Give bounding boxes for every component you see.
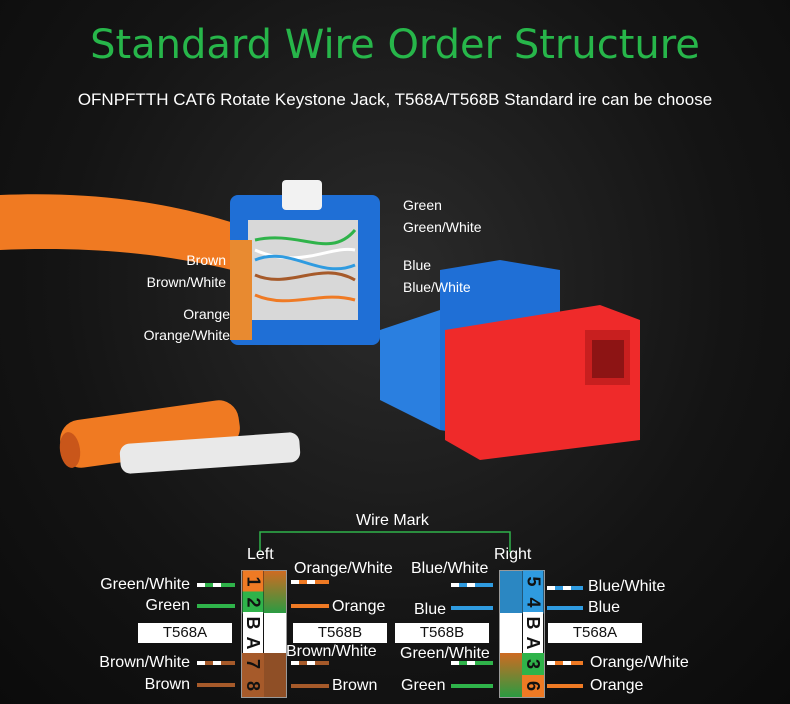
lb-left-label-3: Brown/White [99, 654, 190, 671]
label-brown-white: Brown/White [146, 274, 226, 290]
label-blue-white: Blue/White [403, 279, 471, 295]
lb-right-standard: T568B [293, 623, 387, 643]
right-cell-6: 6 [522, 675, 544, 697]
left-cell-1: 1 [242, 570, 264, 593]
lb-right-label-1: Orange/White [294, 560, 393, 577]
blue-keystone-jack [230, 180, 380, 345]
label-green: Green [403, 197, 442, 213]
wire-mark-bracket [259, 531, 511, 552]
left-cell-7: 7 [242, 653, 264, 675]
lb-right-label-4: Brown [332, 677, 378, 694]
label-green-white: Green/White [403, 219, 482, 235]
label-orange: Orange [183, 306, 230, 322]
lb-left-wire-1 [197, 583, 235, 587]
lb-right-label-3: Brown/White [286, 643, 377, 660]
lb-left-wire-4 [197, 683, 235, 687]
lb-right-wire-4 [291, 684, 329, 688]
red-keystone-jack [380, 260, 640, 460]
rb-left-wire-3 [451, 661, 493, 665]
rb-right-label-1: Blue/White [588, 578, 666, 595]
left-terminal-block: 1 2 B A 7 8 [241, 570, 287, 698]
page-title: Standard Wire Order Structure [90, 22, 700, 68]
lb-right-wire-2 [291, 604, 329, 608]
left-label: Left [247, 546, 274, 563]
rb-left-standard: T568B [395, 623, 489, 643]
left-cell-a: A [243, 632, 264, 654]
page-subtitle: OFNPFTTH CAT6 Rotate Keystone Jack, T568… [77, 90, 713, 109]
rb-right-standard: T568A [548, 623, 642, 643]
orange-cable [0, 194, 270, 280]
lb-right-wire-3 [291, 661, 329, 665]
label-orange-white: Orange/White [143, 327, 230, 343]
rb-left-label-2: Blue [414, 601, 447, 618]
rb-left-label-1: Blue/White [411, 560, 489, 577]
rb-right-label-3: Orange/White [590, 654, 689, 671]
lb-right-label-2: Orange [332, 598, 386, 615]
lb-left-label-4: Brown [144, 676, 190, 693]
rb-right-wire-1 [547, 586, 583, 590]
rb-left-wire-4 [451, 684, 493, 688]
lb-left-label-2: Green [145, 597, 190, 614]
rb-left-label-4: Green [401, 677, 446, 694]
right-label: Right [494, 546, 532, 563]
rb-right-wire-4 [547, 684, 583, 688]
right-cell-5: 5 [522, 570, 544, 593]
foil-strip [119, 432, 301, 474]
right-terminal-block: 5 4 B A 3 6 [499, 570, 545, 698]
rb-right-wire-2 [547, 606, 583, 610]
lb-left-wire-2 [197, 604, 235, 608]
lb-left-standard: T568A [138, 623, 232, 643]
rb-left-wire-1 [451, 583, 493, 587]
rb-left-wire-2 [451, 606, 493, 610]
lb-right-wire-1 [291, 580, 329, 584]
wire-mark-title: Wire Mark [356, 512, 429, 529]
right-cell-a: A [523, 632, 544, 654]
label-brown: Brown [186, 252, 226, 268]
left-cell-8: 8 [242, 675, 264, 697]
label-blue: Blue [403, 257, 432, 273]
right-cell-b: B [523, 612, 544, 634]
keystone-jack-illustration [0, 180, 640, 474]
rb-left-label-3: Green/White [400, 645, 490, 662]
rb-right-wire-3 [547, 661, 583, 665]
right-cell-3: 3 [522, 653, 544, 675]
right-cell-4: 4 [522, 591, 544, 614]
lb-left-label-1: Green/White [100, 576, 190, 593]
left-cell-2: 2 [242, 591, 264, 614]
lb-left-wire-3 [197, 661, 235, 665]
rb-right-label-2: Blue [588, 599, 621, 616]
left-cell-b: B [243, 612, 264, 634]
rb-right-label-4: Orange [590, 677, 644, 694]
